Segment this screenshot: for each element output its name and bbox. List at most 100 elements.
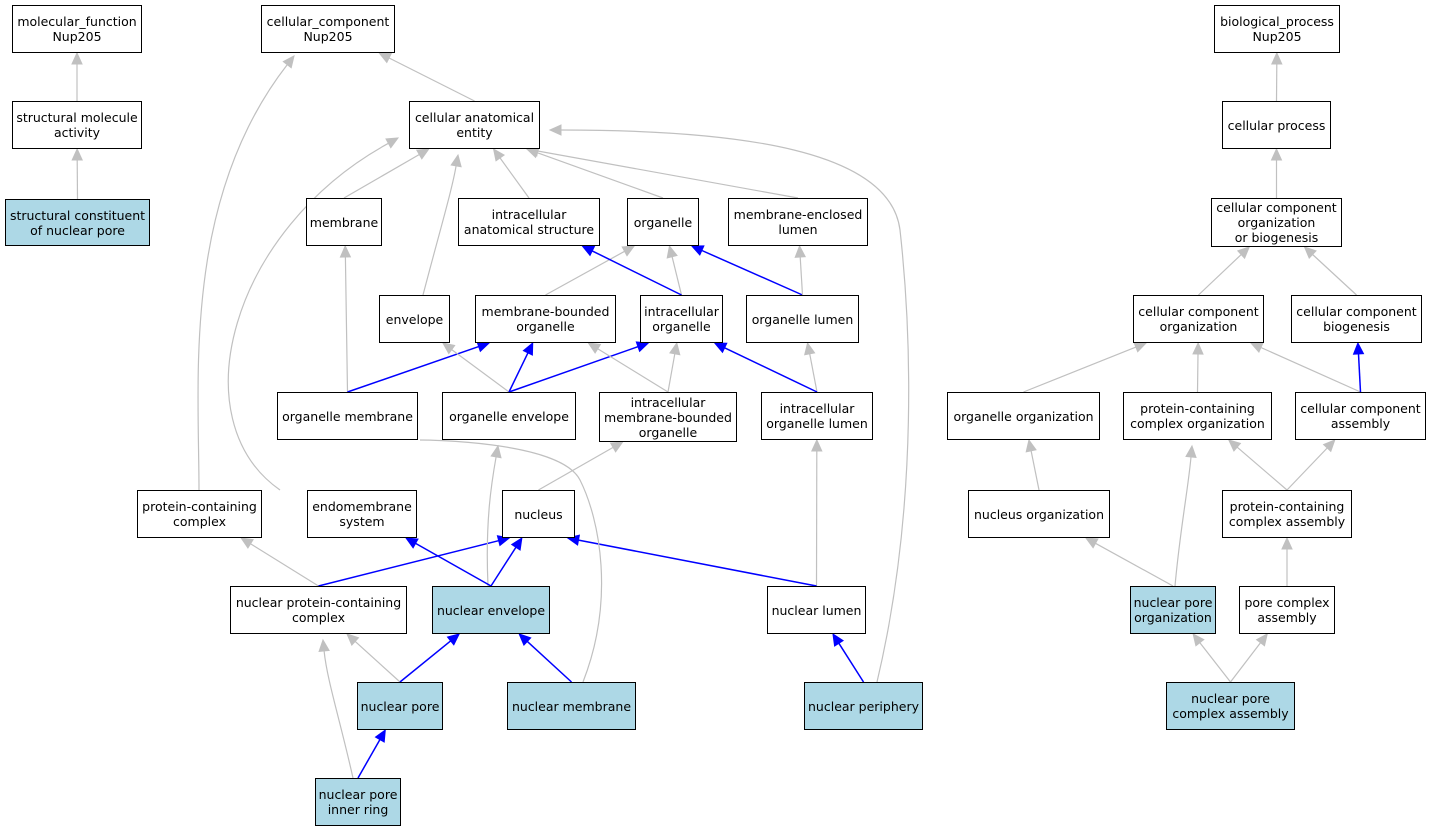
edge-arrowhead: [71, 147, 83, 161]
term-node-intracellular-membrane-bounded-organelle[interactable]: intracellular membrane-bounded organelle: [599, 392, 737, 442]
term-node-organelle[interactable]: organelle: [627, 198, 699, 246]
term-node-protein-containing-complex-assembly[interactable]: protein-containing complex assembly: [1222, 490, 1352, 538]
term-node-cellular-component-organization[interactable]: cellular component organization: [1133, 295, 1264, 343]
edge-arrowhead: [548, 124, 562, 136]
edge-is-a: [537, 150, 799, 199]
edge-arrowhead: [282, 55, 295, 69]
edge-is-a: [809, 353, 818, 393]
edge-is-a: [1286, 447, 1328, 491]
term-node-membrane-enclosed-lumen[interactable]: membrane-enclosed lumen: [728, 198, 868, 246]
term-node-cellular-component-assembly[interactable]: cellular component assembly: [1295, 392, 1426, 440]
edge-arrowhead: [1236, 246, 1251, 260]
term-node-cc-root[interactable]: cellular_component Nup205: [261, 5, 395, 53]
edge-arrowhead: [1084, 537, 1099, 549]
edge-arrowhead: [669, 341, 681, 356]
edge-arrowhead: [1185, 444, 1197, 458]
edge-is-a: [344, 256, 349, 393]
edge-arrowhead: [1281, 536, 1293, 550]
edge-is-a: [536, 152, 664, 199]
term-node-cellular-component-biogenesis[interactable]: cellular component biogenesis: [1291, 295, 1422, 343]
term-node-nuclear-membrane[interactable]: nuclear membrane: [507, 682, 636, 730]
edge-part-of: [701, 249, 803, 296]
edge-arrowhead: [621, 245, 636, 257]
term-node-organelle-envelope[interactable]: organelle envelope: [442, 392, 576, 440]
term-node-nuclear-envelope[interactable]: nuclear envelope: [432, 586, 550, 634]
edge-arrowhead: [441, 342, 456, 355]
term-node-nuclear-pore-inner-ring[interactable]: nuclear pore inner ring: [315, 778, 401, 826]
edge-arrowhead: [1255, 633, 1268, 647]
term-node-nucleus-organization[interactable]: nucleus organization: [968, 490, 1110, 538]
term-node-intracellular-organelle-lumen[interactable]: intracellular organelle lumen: [761, 392, 873, 440]
edge-arrowhead: [492, 148, 506, 162]
edge-is-a: [1198, 254, 1242, 296]
edge-arrowhead: [476, 341, 491, 353]
term-node-nuclear-pore-complex-assembly[interactable]: nuclear pore complex assembly: [1166, 682, 1295, 730]
edge-is-a: [1030, 450, 1040, 491]
edge-part-of: [357, 739, 381, 779]
edge-is-a: [499, 157, 530, 199]
edge-arrowhead: [346, 633, 360, 647]
term-node-envelope[interactable]: envelope: [379, 295, 450, 343]
edge-arrowhead: [1192, 633, 1205, 647]
edge-part-of: [838, 642, 865, 683]
edge-arrowhead: [690, 245, 705, 256]
edge-arrowhead: [522, 341, 534, 356]
term-node-nuclear-protein-containing-complex[interactable]: nuclear protein-containing complex: [230, 586, 407, 634]
term-node-protein-containing-complex-organization[interactable]: protein-containing complex organization: [1123, 392, 1272, 440]
term-node-cc-org-or-biogenesis[interactable]: cellular component organization or bioge…: [1211, 198, 1342, 247]
edge-is-a: [671, 256, 683, 296]
edge-is-a: [1196, 353, 1199, 393]
term-node-mf-root[interactable]: molecular_function Nup205: [12, 5, 142, 53]
edge-is-a: [1023, 346, 1137, 393]
edge-is-a: [1174, 456, 1192, 587]
edge-part-of: [347, 345, 479, 393]
term-node-intracellular-organelle[interactable]: intracellular organelle: [640, 295, 723, 343]
edge-part-of: [526, 640, 573, 683]
edge-arrowhead: [450, 153, 462, 168]
edge-arrowhead: [587, 342, 602, 354]
term-node-nuclear-pore-organization[interactable]: nuclear pore organization: [1130, 586, 1216, 634]
term-node-organelle-organization[interactable]: organelle organization: [947, 392, 1100, 440]
edge-arrowhead: [1249, 342, 1264, 354]
term-node-endomembrane-system[interactable]: endomembrane system: [307, 490, 417, 538]
term-node-structural-constituent-nuclear-pore[interactable]: structural constituent of nuclear pore: [5, 199, 150, 246]
edge-arrowhead: [1303, 246, 1317, 260]
term-node-structural-molecule-activity[interactable]: structural molecule activity: [12, 101, 142, 149]
edge-is-a: [560, 129, 910, 683]
term-node-organelle-membrane[interactable]: organelle membrane: [277, 392, 418, 440]
term-node-bp-root[interactable]: biological_process Nup205: [1214, 5, 1340, 53]
edge-part-of: [1357, 353, 1362, 393]
term-node-membrane[interactable]: membrane: [306, 198, 382, 246]
term-node-nucleus[interactable]: nucleus: [502, 490, 575, 538]
edge-part-of: [415, 542, 492, 587]
edge-arrowhead: [378, 52, 393, 64]
edge-arrowhead: [1192, 341, 1204, 355]
term-node-protein-containing-complex[interactable]: protein-containing complex: [137, 490, 262, 538]
edge-part-of: [399, 640, 452, 683]
term-node-nuclear-lumen[interactable]: nuclear lumen: [767, 586, 866, 634]
term-node-nuclear-pore[interactable]: nuclear pore: [357, 682, 443, 730]
edge-is-a: [1236, 446, 1288, 491]
edge-part-of: [508, 345, 639, 393]
edge-is-a: [354, 640, 401, 683]
edge-arrowhead: [339, 244, 352, 258]
edge-is-a: [422, 165, 457, 296]
term-node-intracellular-anatomical-structure[interactable]: intracellular anatomical structure: [458, 198, 600, 246]
edge-arrowhead: [385, 137, 400, 149]
term-node-cellular-anatomical-entity[interactable]: cellular anatomical entity: [409, 101, 540, 149]
term-node-cellular-process[interactable]: cellular process: [1222, 101, 1331, 149]
edge-arrowhead: [374, 728, 386, 743]
edge-part-of: [591, 250, 682, 296]
term-node-organelle-lumen[interactable]: organelle lumen: [746, 295, 859, 343]
edge-is-a: [1199, 642, 1231, 683]
edge-is-a: [451, 349, 510, 393]
edge-arrowhead: [1352, 341, 1365, 355]
edge-is-a: [323, 650, 354, 779]
term-node-pore-complex-assembly[interactable]: pore complex assembly: [1239, 586, 1335, 634]
term-node-membrane-bounded-organelle[interactable]: membrane-bounded organelle: [475, 295, 616, 343]
edge-arrowhead: [832, 632, 845, 647]
term-node-nuclear-periphery[interactable]: nuclear periphery: [804, 682, 923, 730]
edge-part-of: [578, 539, 817, 587]
edge-arrowhead: [581, 245, 596, 257]
edge-arrowhead: [811, 438, 823, 452]
